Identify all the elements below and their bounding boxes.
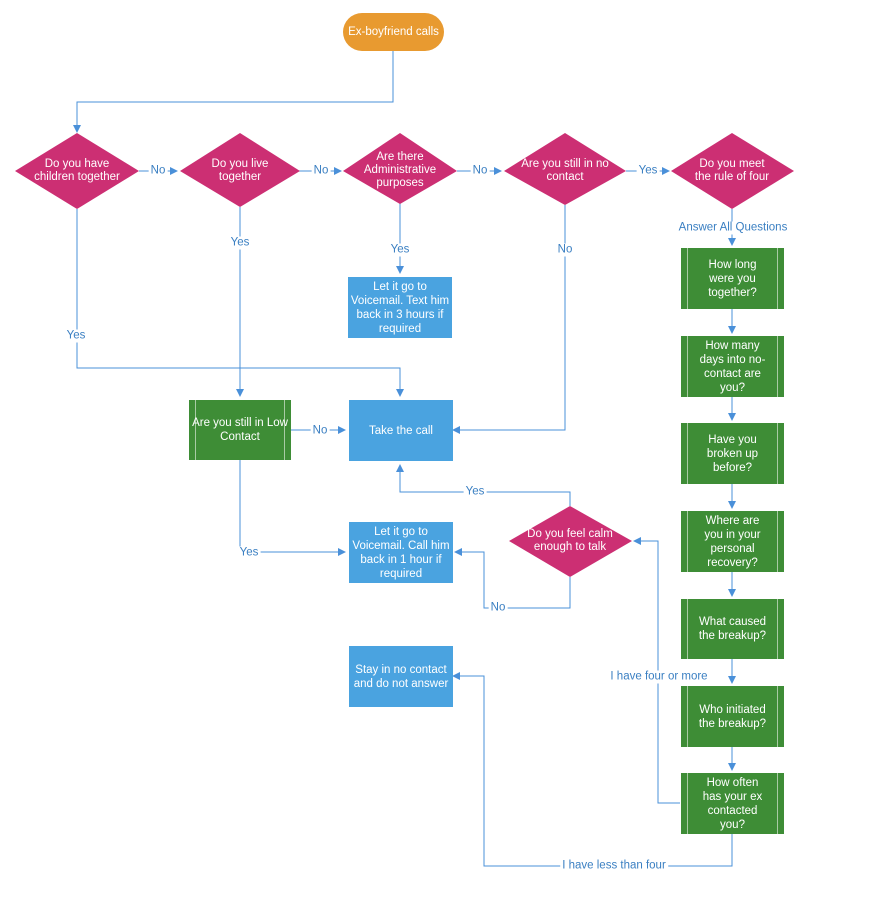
edge-label-less-than-four: I have less than four: [560, 859, 668, 873]
edge-label-live-yes: Yes: [228, 236, 252, 250]
action-voicemail-1h-label: Let it go to Voicemail. Call him back in…: [352, 525, 450, 580]
decision-live-shape: [180, 133, 300, 207]
question-days-no-contact-label: How many days into no-contact are you?: [699, 339, 766, 394]
decision-live: Do you live together: [197, 151, 283, 191]
question-initiated: Who initiated the breakup?: [681, 686, 784, 747]
question-initiated-label: Who initiated the breakup?: [698, 703, 767, 730]
edge-still-nc-no: [452, 205, 566, 434]
question-how-long: How long were you together?: [681, 248, 784, 309]
decision-live-label: Do you live together: [211, 158, 269, 183]
decision-rule-four: Do you meet the rule of four: [690, 151, 774, 191]
question-recovery: Where are you in your personal recovery?: [681, 511, 784, 572]
action-voicemail-3h: Let it go to Voicemail. Text him back in…: [348, 277, 452, 338]
edge-label-children-yes: Yes: [64, 329, 88, 343]
action-stay-no-contact-label: Stay in no contact and do not answer: [353, 663, 449, 690]
edge-label-answer-all: Answer All Questions: [676, 221, 790, 235]
edge-label-still-nc-yes: Yes: [636, 164, 660, 178]
question-cause: What caused the breakup?: [681, 599, 784, 659]
edge-less-than-four: [452, 672, 733, 867]
decision-children-label: Do you have children together: [34, 158, 120, 183]
decision-still-nc-shape: [504, 133, 626, 205]
decision-still-nc: Are you still in no contact: [514, 151, 616, 191]
question-how-long-label: How long were you together?: [708, 258, 757, 299]
edge-label-children-no: No: [148, 164, 168, 178]
edge-label-four-or-more: I have four or more: [608, 670, 710, 684]
question-broken-up-before: Have you broken up before?: [681, 423, 784, 484]
decision-children-shape: [15, 133, 139, 209]
edge-label-still-nc-no: No: [555, 243, 575, 257]
action-take-call-label: Take the call: [369, 424, 433, 437]
edge-label-calm-no: No: [488, 601, 508, 615]
question-how-often-label: How often has your ex contacted you?: [702, 776, 763, 831]
decision-low-contact: Are you still in Low Contact: [189, 400, 291, 460]
action-take-call: Take the call: [349, 400, 453, 461]
start-node: Ex-boyfriend calls: [343, 13, 444, 51]
edge-label-low-contact-no: No: [310, 424, 330, 438]
decision-calm: Do you feel calm enough to talk: [527, 521, 613, 561]
edge-label-admin-yes: Yes: [388, 243, 412, 257]
edge-calm-no: [454, 548, 571, 609]
question-days-no-contact: How many days into no-contact are you?: [681, 336, 784, 397]
action-stay-no-contact: Stay in no contact and do not answer: [349, 646, 453, 707]
decision-admin: Are there Administrative purposes: [357, 145, 443, 195]
decision-still-nc-label: Are you still in no contact: [521, 158, 609, 183]
edge-label-low-contact-yes: Yes: [237, 546, 261, 560]
question-cause-label: What caused the breakup?: [698, 616, 767, 642]
decision-calm-shape: [509, 506, 632, 577]
decision-rule-four-label: Do you meet the rule of four: [694, 158, 770, 183]
start-node-label: Ex-boyfriend calls: [348, 26, 439, 38]
decision-calm-label: Do you feel calm enough to talk: [527, 528, 613, 553]
action-voicemail-3h-label: Let it go to Voicemail. Text him back in…: [350, 280, 450, 335]
decision-admin-shape: [343, 133, 457, 204]
action-voicemail-1h: Let it go to Voicemail. Call him back in…: [349, 522, 453, 583]
edge-children-yes: [76, 209, 404, 397]
edge-low-contact-yes: [239, 460, 346, 556]
question-broken-up-before-label: Have you broken up before?: [706, 433, 759, 474]
decision-rule-four-shape: [671, 133, 794, 209]
question-how-often: How often has your ex contacted you?: [681, 773, 784, 834]
decision-low-contact-label: Are you still in Low Contact: [192, 417, 288, 443]
edge-label-admin-no: No: [470, 164, 490, 178]
decision-admin-label: Are there Administrative purposes: [363, 150, 437, 189]
edge-label-calm-yes: Yes: [463, 485, 487, 499]
edge-label-live-no: No: [311, 164, 331, 178]
edge-start-to-children: [73, 50, 394, 133]
question-recovery-label: Where are you in your personal recovery?: [704, 514, 761, 569]
decision-children: Do you have children together: [25, 151, 129, 191]
